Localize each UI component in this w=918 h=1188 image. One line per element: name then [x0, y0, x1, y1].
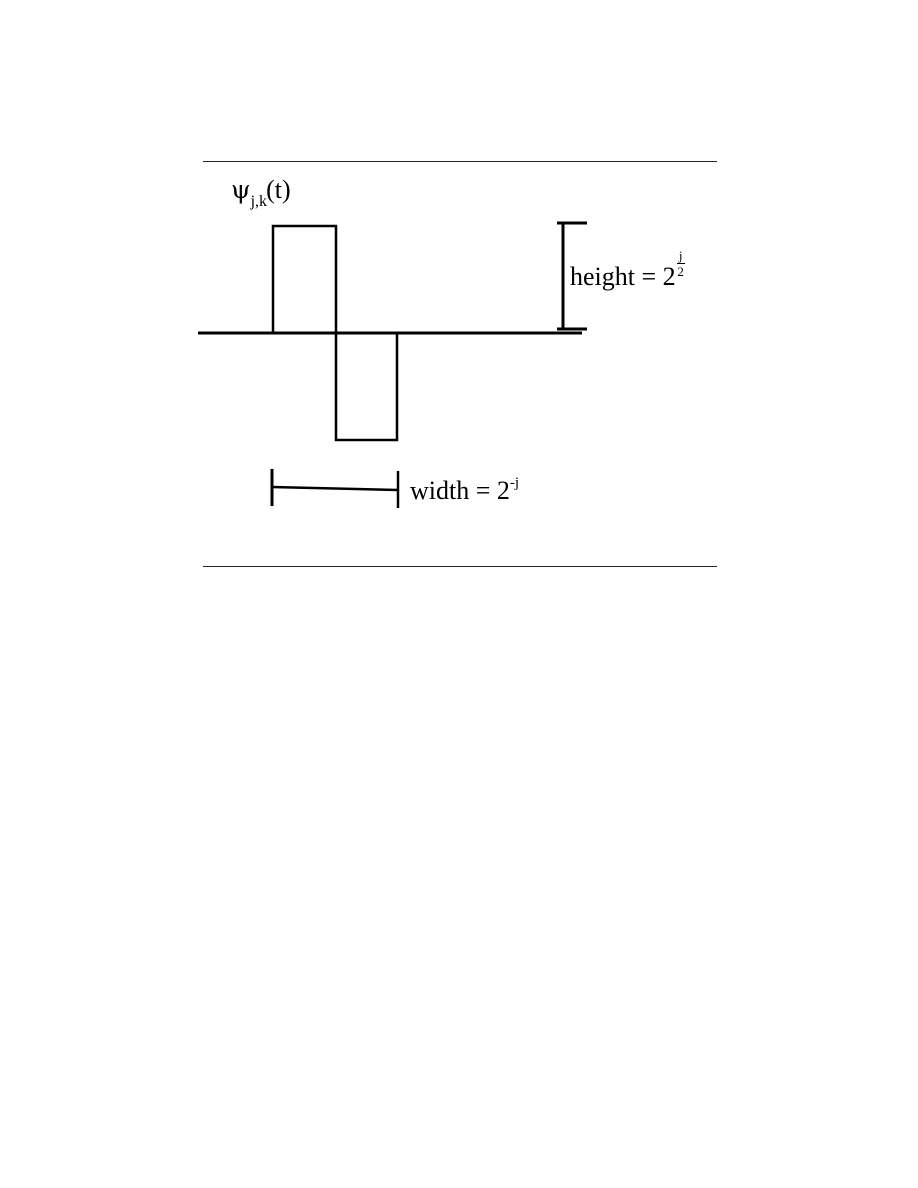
height-bracket [557, 221, 587, 331]
bottom-rule [203, 566, 717, 567]
height-exponent-denominator: 2 [677, 264, 684, 279]
psi-symbol: ψ [231, 175, 251, 204]
function-argument: (t) [266, 175, 291, 204]
function-subscript: j,k [250, 193, 268, 210]
width-text: width = 2 [410, 476, 510, 505]
width-annotation: width = 2-j [410, 475, 520, 505]
wavelet-function-label: ψj,k(t) [231, 175, 292, 210]
width-exponent: -j [509, 475, 520, 491]
top-rule [203, 161, 717, 162]
height-text: height = 2 [570, 262, 676, 291]
wavelet-waveform [271, 224, 399, 442]
height-exponent-numerator: j [678, 248, 683, 263]
width-bracket [270, 469, 400, 508]
fraction-bar [676, 263, 685, 264]
